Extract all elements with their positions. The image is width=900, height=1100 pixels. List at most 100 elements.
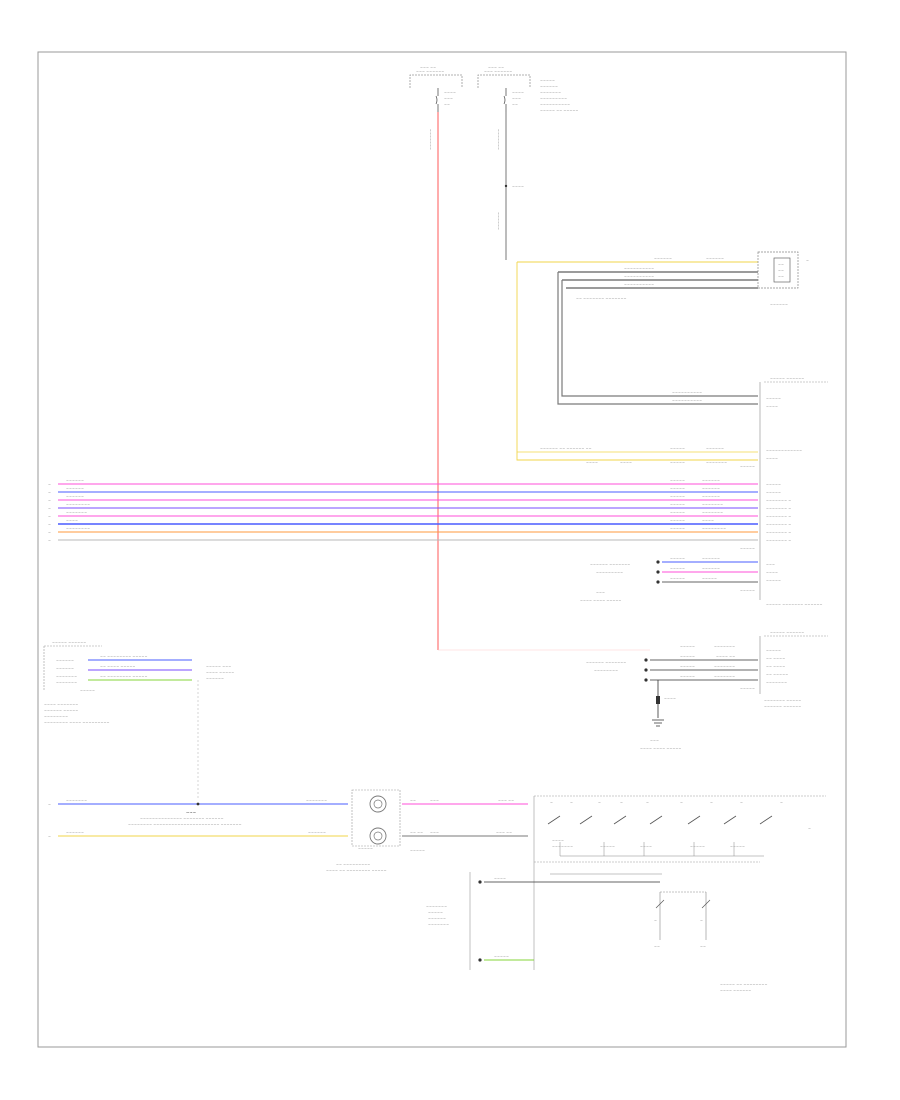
cruise-control-switch: ~~~~~ ~~~~~~ ~~~~~~ ~~~~~~ ~~~~~~~ ~~~~~… bbox=[43, 641, 234, 725]
svg-text:~~~~~~: ~~~~~~ bbox=[702, 495, 720, 499]
ground-connector-upper: ~~~~~~ ~~~~~~~ ~~~~~~~~~ ~~~~~~~~~~~ ~~~… bbox=[580, 557, 758, 603]
svg-text:~: ~ bbox=[48, 483, 51, 487]
svg-text:~~~~~: ~~~~~ bbox=[540, 79, 555, 83]
svg-text:~~~~~~~~: ~~~~~~~~ bbox=[594, 669, 618, 673]
svg-text:~~~~~~: ~~~~~~ bbox=[66, 487, 84, 491]
svg-text:~~~~~~~: ~~~~~~~ bbox=[714, 665, 735, 669]
svg-text:~~ ~~~~: ~~ ~~~~ bbox=[766, 657, 785, 661]
svg-text:~~~~~~~: ~~~~~~~ bbox=[426, 905, 447, 909]
svg-text:~~~~~~~ ~: ~~~~~~~ ~ bbox=[766, 507, 791, 511]
svg-text:~~~~~ ~~~~~~~ ~~~~~~: ~~~~~ ~~~~~~~ ~~~~~~ bbox=[766, 603, 823, 607]
svg-text:~~~~~~~: ~~~~~~~ bbox=[429, 129, 433, 150]
clockspring: ~~~~~ ~~ ~~~~~~~~~ ~~~~ ~~ ~~~~~~~~ ~~~~… bbox=[326, 789, 425, 873]
svg-text:~: ~ bbox=[700, 919, 703, 923]
svg-text:~: ~ bbox=[48, 515, 51, 519]
svg-text:~~~~~~~: ~~~~~~~ bbox=[706, 461, 727, 465]
svg-text:~: ~ bbox=[598, 801, 601, 805]
svg-text:~~~~~~~: ~~~~~~~ bbox=[714, 675, 735, 679]
svg-text:~~~~~~~ ~~~~~: ~~~~~~~ ~~~~~ bbox=[764, 699, 801, 703]
diagram-frame bbox=[37, 51, 847, 1048]
svg-text:~~~~~~~: ~~~~~~~ bbox=[66, 511, 87, 515]
svg-text:~~: ~~ bbox=[654, 945, 660, 949]
svg-text:~~~~~~ ~~~~~~~: ~~~~~~ ~~~~~~~ bbox=[586, 661, 626, 665]
svg-text:~~~~~: ~~~~~ bbox=[766, 491, 781, 495]
svg-text:~~~~~~ ~~~~~: ~~~~~~ ~~~~~ bbox=[44, 709, 78, 713]
svg-text:~~~ ~~~~~~: ~~~ ~~~~~~ bbox=[416, 70, 444, 74]
svg-text:~~~~~ ~~~~~~: ~~~~~ ~~~~~~ bbox=[770, 377, 804, 381]
svg-text:~~~~~: ~~~~~ bbox=[766, 649, 781, 653]
steering-wheel-module: ~~~~~ ~~~~~~ ~~~~~~~~~~~~ ~~~~~~~~~ ~~ ~… bbox=[586, 631, 828, 751]
svg-text:~~~~~~~~ ~~~~ ~~~~~~~~~: ~~~~~~~~ ~~~~ ~~~~~~~~~ bbox=[44, 721, 110, 725]
svg-text:~~~~ ~~: ~~~~ ~~ bbox=[716, 655, 735, 659]
svg-text:~: ~ bbox=[48, 531, 51, 535]
svg-text:~~ ~~~~~~~ ~~~~~~~: ~~ ~~~~~~~ ~~~~~~~ bbox=[576, 297, 626, 301]
svg-text:~~~~~: ~~~~~ bbox=[494, 955, 509, 959]
svg-text:~~~~: ~~~~ bbox=[766, 405, 778, 409]
svg-text:~~~~: ~~~~ bbox=[586, 461, 598, 465]
svg-text:~~~~~~~~~~: ~~~~~~~~~~ bbox=[540, 103, 570, 107]
svg-text:~~~~: ~~~~ bbox=[664, 697, 676, 701]
svg-text:~~~ ~~~~~~: ~~~ ~~~~~~ bbox=[484, 70, 512, 74]
svg-text:~~~: ~~~ bbox=[512, 97, 521, 101]
svg-text:~~~~~~ ~~ ~~~~~~ ~~: ~~~~~~ ~~ ~~~~~~ ~~ bbox=[540, 447, 592, 451]
svg-text:~~~~ ~~~~ ~~~~~: ~~~~ ~~~~ ~~~~~ bbox=[640, 747, 681, 751]
switch-icon bbox=[547, 815, 773, 825]
svg-text:~~~~~~~ ~: ~~~~~~~ ~ bbox=[766, 531, 791, 535]
svg-text:~~: ~~ bbox=[778, 263, 784, 267]
svg-text:~~~~~: ~~~~~ bbox=[670, 527, 685, 531]
speaker-wire-bus: ~ ~ ~ ~ ~ ~ ~ ~ ~~~~~~ ~~~~~~ ~~~~~~ ~~~… bbox=[48, 479, 758, 543]
steering-wheel-switch-block: ~ ~ ~ ~ ~ ~ ~ ~ ~ ~ ~~~~ ~~~~~~~ ~~~~~ ~… bbox=[533, 795, 826, 993]
svg-text:~: ~ bbox=[710, 801, 713, 805]
svg-text:~~ ~~: ~~ ~~ bbox=[410, 831, 423, 835]
audio-control-module: ~~~~~ ~~~~~~ ~~~~~ ~~~~ ~~~~~~~~~~~~ ~~~… bbox=[740, 377, 828, 607]
svg-text:~~~~~~: ~~~~~~ bbox=[702, 567, 720, 571]
svg-text:~~~~~: ~~~~~ bbox=[766, 483, 781, 487]
svg-text:~~~~~~~~: ~~~~~~~~ bbox=[44, 715, 68, 719]
svg-text:~~~~~: ~~~~~ bbox=[740, 687, 755, 691]
svg-text:~~~~~~ ~~~~~~~: ~~~~~~ ~~~~~~~ bbox=[590, 563, 630, 567]
svg-text:~~~: ~~~ bbox=[596, 591, 605, 595]
svg-text:~~~: ~~~ bbox=[650, 739, 659, 743]
svg-text:~~ ~~~~~: ~~ ~~~~~ bbox=[766, 673, 788, 677]
svg-text:~: ~ bbox=[570, 801, 573, 805]
svg-text:~~~~~: ~~~~~ bbox=[766, 397, 781, 401]
svg-text:~~~~: ~~~~ bbox=[552, 839, 564, 843]
svg-text:~: ~ bbox=[48, 523, 51, 527]
svg-text:~~~~~~ ~~~~~~: ~~~~~~ ~~~~~~ bbox=[764, 705, 801, 709]
svg-text:~~~~~~~~~~~~~~ ~~~~~~~ ~~~~~~: ~~~~~~~~~~~~~~ ~~~~~~~ ~~~~~~ bbox=[140, 817, 224, 821]
svg-text:~~~~: ~~~~ bbox=[494, 877, 506, 881]
svg-text:~~~: ~~~ bbox=[766, 563, 775, 567]
svg-text:~: ~ bbox=[48, 539, 51, 543]
svg-text:~~: ~~ bbox=[444, 103, 450, 107]
svg-text:~~~~~~: ~~~~~~ bbox=[66, 831, 84, 835]
svg-text:~~~~~: ~~~~~ bbox=[670, 567, 685, 571]
svg-text:~~~~~~~: ~~~~~~~ bbox=[306, 799, 327, 803]
svg-text:~~~~~~~~~~~~: ~~~~~~~~~~~~ bbox=[766, 449, 802, 453]
svg-text:~~~~~~~ ~: ~~~~~~~ ~ bbox=[766, 499, 791, 503]
svg-text:~~~~~ ~~ ~~~~~~~~: ~~~~~ ~~ ~~~~~~~~ bbox=[720, 983, 767, 987]
svg-text:~~~~~ ~~~: ~~~~~ ~~~ bbox=[206, 665, 231, 669]
svg-text:~~~: ~~~ bbox=[430, 831, 439, 835]
svg-text:~~~~~: ~~~~~ bbox=[680, 655, 695, 659]
fuse-icon bbox=[503, 88, 507, 112]
svg-text:~~~~~~~: ~~~~~~~ bbox=[540, 91, 561, 95]
svg-text:~~~~~~~: ~~~~~~~ bbox=[56, 681, 77, 685]
svg-text:~~~~~: ~~~~~ bbox=[670, 461, 685, 465]
svg-text:~~~~~~~ ~: ~~~~~~~ ~ bbox=[766, 523, 791, 527]
svg-text:~~~~~: ~~~~~ bbox=[740, 547, 755, 551]
svg-text:~~~~~~~~~~: ~~~~~~~~~~ bbox=[624, 275, 654, 279]
clockspring-wires: ~ ~ ~~~~~~~ ~~~~~~ ~~~~~~~ ~~~~~~ ~~~ ~~… bbox=[48, 799, 348, 839]
svg-text:~~~~~: ~~~~~ bbox=[680, 645, 695, 649]
svg-text:~~~: ~~~ bbox=[186, 810, 196, 815]
svg-text:~~~~~~~~~~: ~~~~~~~~~~ bbox=[624, 283, 654, 287]
ground-icon bbox=[652, 719, 664, 727]
svg-text:~~~~~: ~~~~~ bbox=[740, 589, 755, 593]
svg-text:~~~~: ~~~~ bbox=[512, 91, 524, 95]
svg-text:~~~~~~~: ~~~~~~~ bbox=[428, 923, 449, 927]
pressure-switch-icon: ~~~~ ~~~~~ ~~~~~~~ ~~~~~ ~~~~~~ ~~~~~~~ … bbox=[426, 872, 711, 970]
svg-text:~~~~ ~~~~~~: ~~~~ ~~~~~~ bbox=[720, 989, 751, 993]
svg-text:~~~~~~: ~~~~~~ bbox=[702, 557, 720, 561]
svg-text:~~~~~~: ~~~~~~ bbox=[540, 85, 558, 89]
svg-text:~~~~: ~~~~ bbox=[512, 185, 524, 189]
svg-text:~~~~~~: ~~~~~~ bbox=[308, 831, 326, 835]
